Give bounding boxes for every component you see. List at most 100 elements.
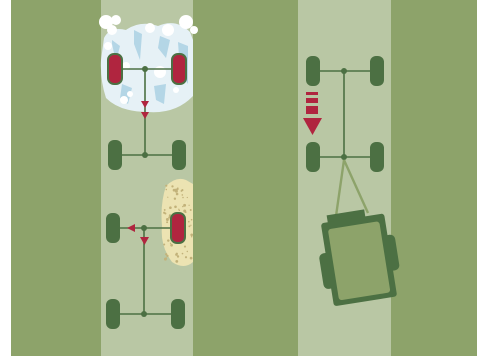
sand-grain xyxy=(168,216,171,219)
rear-right-wheel xyxy=(370,142,384,172)
snow-lump xyxy=(173,87,179,93)
sand-grain xyxy=(166,221,169,224)
snow-lump xyxy=(122,62,130,70)
front-left-wheel xyxy=(306,56,320,86)
sand-grain xyxy=(165,257,168,259)
sand-grain xyxy=(163,208,166,211)
sand-grain xyxy=(175,260,179,263)
sand-grain xyxy=(171,185,174,188)
vehicle-on-sand xyxy=(106,212,186,329)
sand-grain xyxy=(165,184,168,187)
slip-arrow-down-icon xyxy=(141,112,149,119)
ice-crack-3 xyxy=(158,36,170,58)
trailer xyxy=(319,209,400,306)
sand-grain xyxy=(175,192,179,196)
trailer-bed xyxy=(328,221,391,301)
sand-grain xyxy=(167,239,170,242)
motion-arrow-segment xyxy=(306,98,318,103)
front-left-wheel xyxy=(106,213,120,243)
sand-grain xyxy=(188,204,190,206)
ice-crack-1 xyxy=(112,40,120,62)
ice-crack-2 xyxy=(134,30,142,60)
vehicle-on-ice xyxy=(107,53,187,170)
slip-arrow-down-icon xyxy=(140,237,149,245)
rear-differential xyxy=(142,152,148,158)
snow-lumps xyxy=(99,15,198,104)
sand-grain xyxy=(163,243,166,246)
rear-differential xyxy=(341,154,347,160)
front-right-wheel-powered xyxy=(171,53,187,85)
motion-arrow-segment xyxy=(306,92,318,95)
sand-grain xyxy=(183,203,187,207)
vehicle-towing-trailer xyxy=(303,56,400,306)
sand-grain xyxy=(180,189,183,192)
snow-lump xyxy=(107,25,117,35)
front-right-wheel xyxy=(370,56,384,86)
snow-lump xyxy=(99,15,113,29)
sand-grain xyxy=(169,206,172,210)
slip-arrow-down-icon xyxy=(141,101,149,108)
sand-grain xyxy=(174,205,177,209)
sand-grain xyxy=(164,212,167,215)
sand-grain xyxy=(182,196,184,199)
motion-arrow-head xyxy=(303,118,322,135)
sand-grain xyxy=(190,224,192,226)
rear-left-wheel xyxy=(306,142,320,172)
sand-grain xyxy=(165,218,169,221)
snow-lump xyxy=(127,91,133,97)
sand-grain xyxy=(172,188,176,192)
rear-left-wheel xyxy=(106,299,120,329)
sand-grain xyxy=(169,242,172,245)
sand-grain xyxy=(181,194,184,196)
ice-crack-6 xyxy=(154,84,166,104)
sand-grain xyxy=(176,255,180,258)
sand-grain xyxy=(166,254,169,258)
sand-grain xyxy=(186,196,188,199)
rear-right-wheel xyxy=(171,299,185,329)
front-differential xyxy=(341,68,347,74)
slip-arrow-left-icon xyxy=(127,224,135,232)
sand-grain xyxy=(173,197,177,200)
snow-lump xyxy=(145,23,155,33)
trailer-hitch-bar xyxy=(326,209,366,224)
sand-grain xyxy=(170,243,173,247)
sand-grain xyxy=(175,253,178,256)
sand-grain xyxy=(190,233,194,237)
terrain-right xyxy=(391,0,477,356)
snow-lump xyxy=(162,24,174,36)
sand-grain xyxy=(165,188,168,191)
sand-grain xyxy=(189,209,192,211)
motion-arrow-segment xyxy=(306,106,318,114)
sand-grain xyxy=(181,252,184,255)
sand-grain xyxy=(178,209,181,212)
motion-arrow-down-icon xyxy=(303,92,322,135)
rear-differential xyxy=(141,311,147,317)
sand-grain xyxy=(190,218,193,221)
sand-grain xyxy=(178,208,180,210)
snow-lump xyxy=(120,96,128,104)
sand-grain xyxy=(183,245,187,248)
snow-lump xyxy=(104,42,112,50)
sand-grain xyxy=(165,253,168,256)
rear-right-wheel xyxy=(172,140,186,170)
front-left-wheel-powered xyxy=(107,53,123,85)
front-right-wheel-powered xyxy=(170,212,186,244)
sand-grain xyxy=(188,225,191,228)
front-differential xyxy=(141,225,147,231)
snow-lump xyxy=(111,15,121,25)
snow-lump xyxy=(154,66,166,78)
snow-lump xyxy=(179,15,193,29)
sand-grain xyxy=(182,205,184,208)
sand-grain xyxy=(184,256,188,259)
sand-grain xyxy=(190,235,193,238)
tow-line-left xyxy=(334,159,346,217)
sand-grain xyxy=(183,209,187,213)
front-differential xyxy=(142,66,148,72)
snow-lump xyxy=(190,26,198,34)
tow-line-right xyxy=(342,159,370,214)
terrain-left xyxy=(11,0,101,356)
sand-grain xyxy=(167,196,169,198)
sand-grain xyxy=(174,188,178,192)
